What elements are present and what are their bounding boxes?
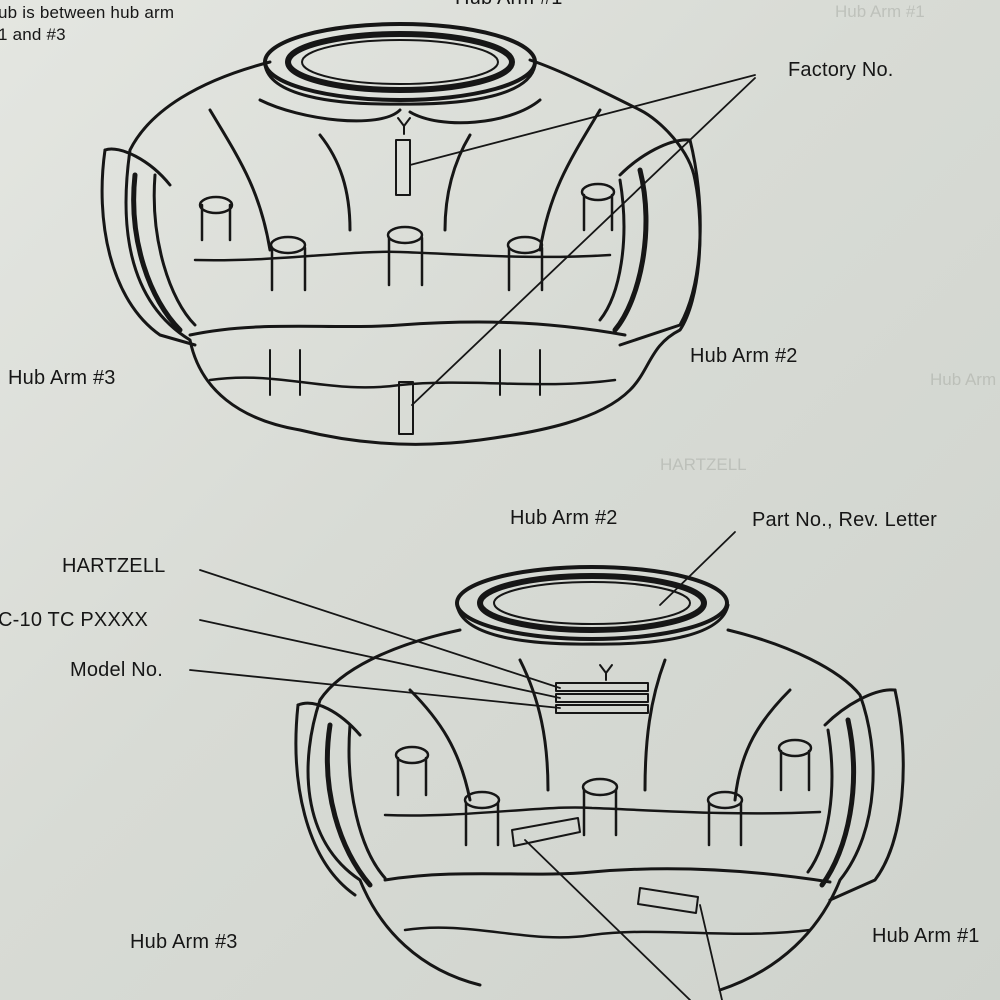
top-hub-arm-3-label: Hub Arm #3 [8, 367, 116, 389]
factory-no-label: Factory No. [788, 59, 894, 81]
top-hub-arm-2-label: Hub Arm #2 [690, 345, 798, 367]
bleed-through-text: HARTZELL [660, 455, 747, 474]
hub-orientation-note-line2: 1 and #3 [0, 25, 66, 44]
hub-orientation-note-line1: ub is between hub arm [0, 3, 175, 22]
top-hub-arm-1-label: Hub Arm #1 [455, 0, 563, 10]
bleed-through-text: Hub Arm #1 [835, 2, 925, 21]
hartzell-label: HARTZELL [62, 555, 166, 577]
bottom-hub-drawing [189, 531, 905, 1000]
bottom-hub-arm-1-label: Hub Arm #1 [872, 925, 980, 947]
part-no-rev-letter-label: Part No., Rev. Letter [752, 509, 938, 531]
bleed-through-text: Hub Arm #2 [930, 370, 1000, 389]
bottom-hub-arm-3-label: Hub Arm #3 [130, 931, 238, 953]
top-hub-drawing [100, 22, 756, 446]
model-no-label: Model No. [70, 659, 163, 681]
bottom-hub-arm-2-label: Hub Arm #2 [510, 507, 618, 529]
serial-number-label: C-10 TC PXXXX [0, 609, 149, 631]
